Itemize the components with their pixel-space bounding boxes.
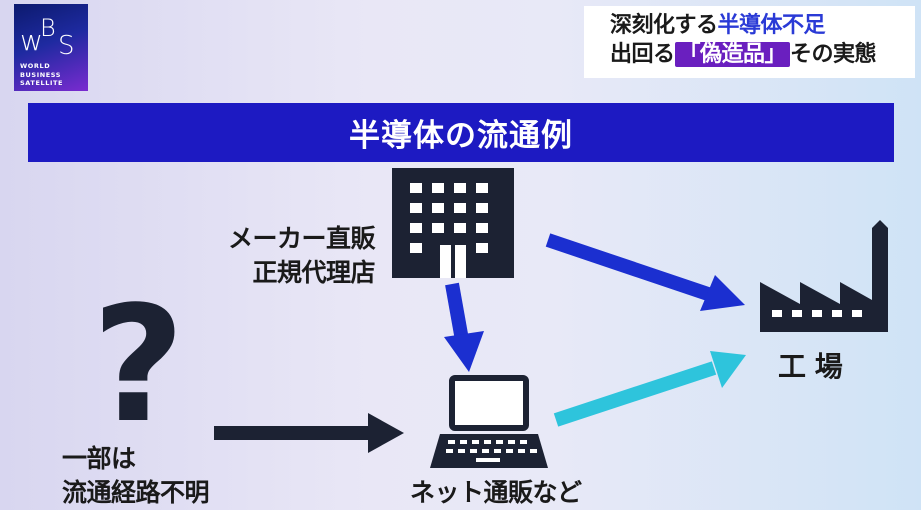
svg-text:S: S (58, 31, 75, 58)
headline-highlight-badge: 「偽造品」 (674, 42, 791, 67)
maker-label: メーカー直販 正規代理店 (228, 224, 376, 287)
wbs-logo: w B S WORLD BUSINESS SATELLITE (14, 4, 88, 91)
laptop-icon (430, 375, 548, 468)
headline-line-1: 深刻化する半導体不足 (610, 13, 826, 38)
diagram-title: 半導体の流通例 (28, 103, 894, 162)
arrow-maker-to-factory (545, 233, 745, 311)
arrow-maker-to-online (444, 282, 484, 372)
headline-line-2: 出回る「偽造品」その実態 (610, 42, 877, 67)
arrow-unknown-to-online (214, 413, 404, 453)
logo-subtitle: WORLD BUSINESS SATELLITE (20, 62, 64, 87)
arrow-online-to-factory (553, 351, 746, 427)
factory-label: 工 場 (778, 350, 843, 383)
office-building-icon (392, 168, 514, 278)
online-shop-label: ネット通販など (410, 478, 582, 507)
svg-text:B: B (40, 14, 56, 42)
unknown-route-label: 一部は 流通経路不明 (62, 444, 210, 507)
wbs-wordmark-icon: w B S (20, 14, 75, 58)
svg-text:w: w (20, 24, 43, 57)
news-headline: 深刻化する半導体不足 出回る「偽造品」その実態 (584, 6, 915, 78)
question-mark-icon: ? (92, 271, 185, 458)
factory-icon (760, 220, 888, 332)
